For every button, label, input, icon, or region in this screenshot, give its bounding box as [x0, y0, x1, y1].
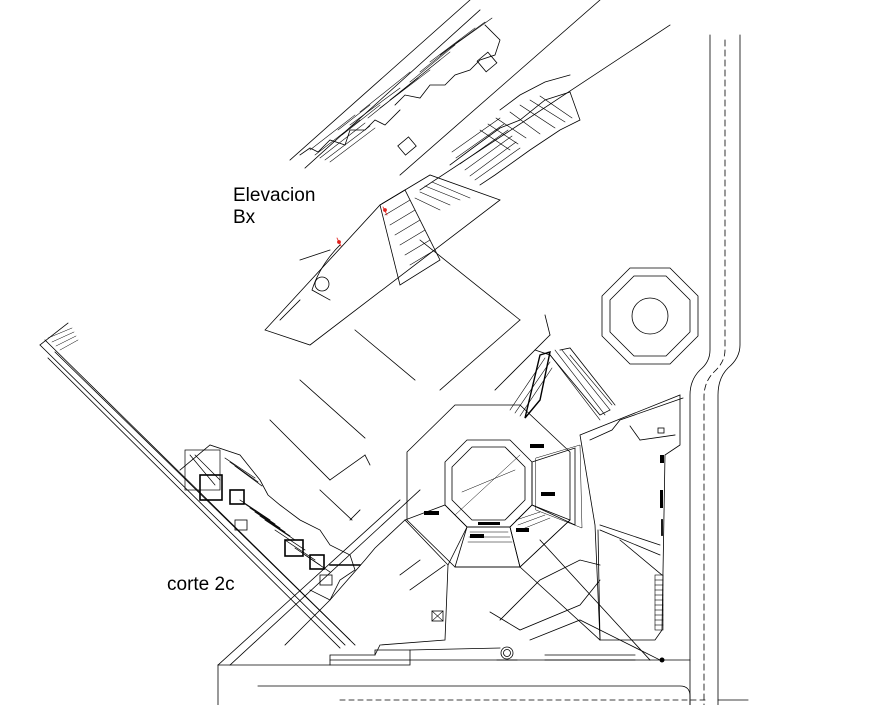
elevation-label-line2: Bx — [233, 207, 256, 228]
stairs-ne — [509, 347, 616, 421]
right-wing — [579, 394, 684, 663]
central-octagon-building — [404, 404, 583, 568]
elevation-label-line1: Elevacion — [233, 185, 316, 206]
section-label: corte 2c — [167, 574, 235, 595]
elevation-bx — [264, 0, 671, 346]
elevation-label: Elevacion Bx — [233, 185, 315, 229]
lower-plaza — [284, 519, 691, 666]
section-2c — [39, 322, 361, 649]
octagon-plaza — [601, 267, 699, 365]
road-right — [217, 34, 749, 705]
site-lines — [217, 239, 551, 666]
